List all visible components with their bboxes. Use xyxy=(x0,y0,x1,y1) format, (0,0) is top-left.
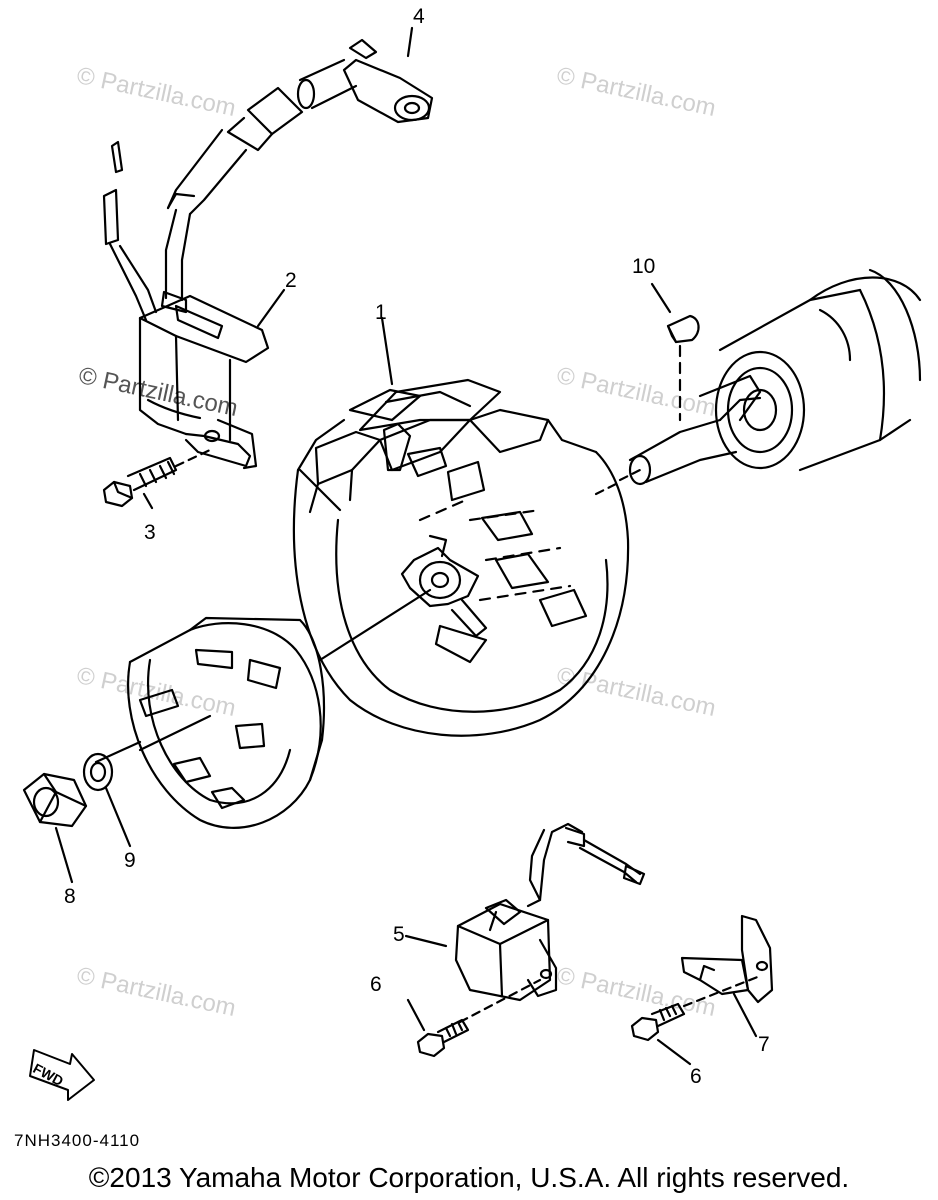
spark-plug-cap xyxy=(166,38,434,216)
starter-pulley xyxy=(94,588,432,829)
callout-1: 1 xyxy=(375,301,387,324)
callout-2: 2 xyxy=(285,269,297,292)
woodruff-key xyxy=(650,282,700,422)
coil-bolt xyxy=(102,448,212,508)
washer xyxy=(82,752,132,848)
drawing-code: 7NH3400-4110 xyxy=(14,1131,141,1150)
charge-coil xyxy=(404,822,646,1024)
flywheel xyxy=(292,378,630,737)
copyright-notice: ©2013 Yamaha Motor Corporation, U.S.A. A… xyxy=(88,1162,850,1193)
callout-6: 6 xyxy=(690,1065,702,1088)
bracket-bolt xyxy=(630,974,762,1066)
crankshaft xyxy=(594,268,922,496)
callout-5: 5 xyxy=(393,923,405,946)
callout-10: 10 xyxy=(632,255,656,278)
callout-leaders xyxy=(142,26,414,510)
coil-bracket xyxy=(680,914,774,1038)
callout-4: 4 xyxy=(413,5,425,28)
callout-3: 3 xyxy=(144,521,156,544)
callout-8: 8 xyxy=(64,885,76,908)
callout-7: 7 xyxy=(758,1033,770,1056)
callout-6: 6 xyxy=(370,973,382,996)
fwd-arrow-icon xyxy=(29,1049,95,1101)
nut xyxy=(22,772,88,884)
ignition-coil xyxy=(102,140,270,470)
callout-9: 9 xyxy=(124,849,136,872)
charge-coil-bolt xyxy=(406,998,470,1058)
